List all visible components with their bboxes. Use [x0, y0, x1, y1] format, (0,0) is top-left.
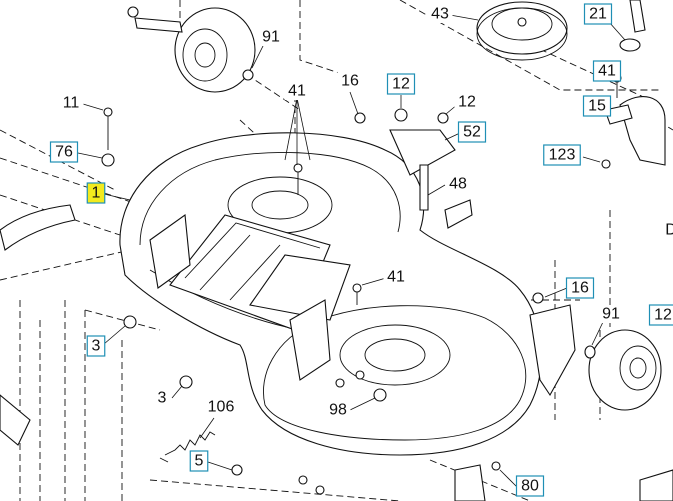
callout-number: 1 — [92, 185, 101, 202]
callout-number: 91 — [262, 29, 280, 46]
callout-box — [565, 277, 595, 299]
front-left-gauge-wheel — [127, 6, 256, 93]
callout-number: 43 — [431, 6, 449, 23]
callout-number: 16 — [341, 73, 359, 90]
callout-box — [457, 121, 487, 143]
callout-c80: 80 — [515, 475, 545, 497]
callout-number: 52 — [463, 124, 481, 141]
callout-number: 16 — [571, 280, 589, 297]
callout-background — [58, 94, 84, 112]
callout-c16b: 16 — [565, 277, 595, 299]
callout-highlight-box — [86, 182, 106, 204]
callout-background — [337, 72, 363, 90]
callout-box — [582, 95, 612, 117]
callout-number: 41 — [387, 269, 405, 286]
callout-number: 123 — [549, 147, 576, 164]
callout-c21: 21 — [583, 3, 613, 25]
callout-c76: 76 — [49, 141, 79, 163]
callout-background — [454, 93, 480, 111]
callout-background — [284, 82, 310, 100]
callout-c16a: 16 — [337, 72, 363, 90]
leader-lines — [77, 14, 626, 488]
callout-number: 15 — [588, 98, 606, 115]
callout-background — [445, 175, 471, 193]
callout-number: D — [665, 222, 673, 239]
callout-background — [598, 305, 624, 323]
callout-number: 91 — [602, 306, 620, 323]
callout-number: 3 — [158, 390, 167, 407]
callout-box — [583, 3, 613, 25]
callout-number: 48 — [449, 176, 467, 193]
callout-background — [258, 28, 284, 46]
callout-c43: 43 — [427, 5, 453, 23]
callout-number: 11 — [63, 95, 80, 112]
callout-number: 76 — [55, 144, 73, 161]
callout-background — [154, 389, 170, 407]
callout-c123: 123 — [543, 144, 581, 166]
callout-c41a: 41 — [284, 82, 310, 100]
callout-number: 12 — [392, 76, 410, 93]
callout-c52: 52 — [457, 121, 487, 143]
callout-number: 12 — [458, 94, 476, 111]
callout-number: 41 — [288, 83, 306, 100]
callout-number: 80 — [521, 478, 539, 495]
callout-number: 5 — [195, 453, 204, 470]
callout-c12c: 12 — [648, 304, 673, 326]
callout-box — [386, 73, 416, 95]
callout-background — [663, 221, 673, 239]
callout-background — [427, 5, 453, 23]
callout-number: 106 — [208, 399, 235, 416]
callout-c12b: 12 — [454, 93, 480, 111]
callout-c11: 11 — [58, 94, 84, 112]
callout-number: 12 — [654, 307, 672, 324]
callout-c91a: 91 — [258, 28, 284, 46]
callout-box — [648, 304, 673, 326]
callout-c106: 106 — [203, 398, 239, 416]
callout-background — [325, 401, 351, 419]
callout-box — [543, 144, 581, 166]
callout-box — [86, 335, 106, 357]
callout-box — [189, 450, 209, 472]
callout-c12a: 12 — [386, 73, 416, 95]
callout-box — [515, 475, 545, 497]
callout-c91b: 91 — [598, 305, 624, 323]
callout-number: 41 — [598, 63, 616, 80]
callout-number: 98 — [329, 402, 347, 419]
callout-number: 3 — [92, 338, 101, 355]
callout-c3a: 3 — [86, 335, 106, 357]
callout-c5: 5 — [189, 450, 209, 472]
pulley — [476, 1, 568, 61]
callout-c48: 48 — [445, 175, 471, 193]
callout-box — [592, 60, 622, 82]
callout-cD: D — [663, 221, 673, 239]
callout-labels: 1 3 3 5 11 12 12 12 15 16 16 21 41 41 41 43 48 52 76 80 91 91… — [49, 3, 673, 497]
hardware-fasteners — [101, 38, 641, 495]
callout-c15: 15 — [582, 95, 612, 117]
callout-c98: 98 — [325, 401, 351, 419]
callout-box — [49, 141, 79, 163]
spring — [159, 431, 216, 463]
callout-c41c: 41 — [383, 268, 409, 286]
belt-shield — [149, 214, 351, 381]
rear-right-gauge-wheel — [584, 329, 662, 411]
callout-c1: 1 — [86, 182, 106, 204]
callout-background — [383, 268, 409, 286]
callout-c41b: 41 — [592, 60, 622, 82]
callout-number: 21 — [589, 6, 607, 23]
callout-background — [203, 398, 239, 416]
callout-c3b: 3 — [154, 389, 170, 407]
